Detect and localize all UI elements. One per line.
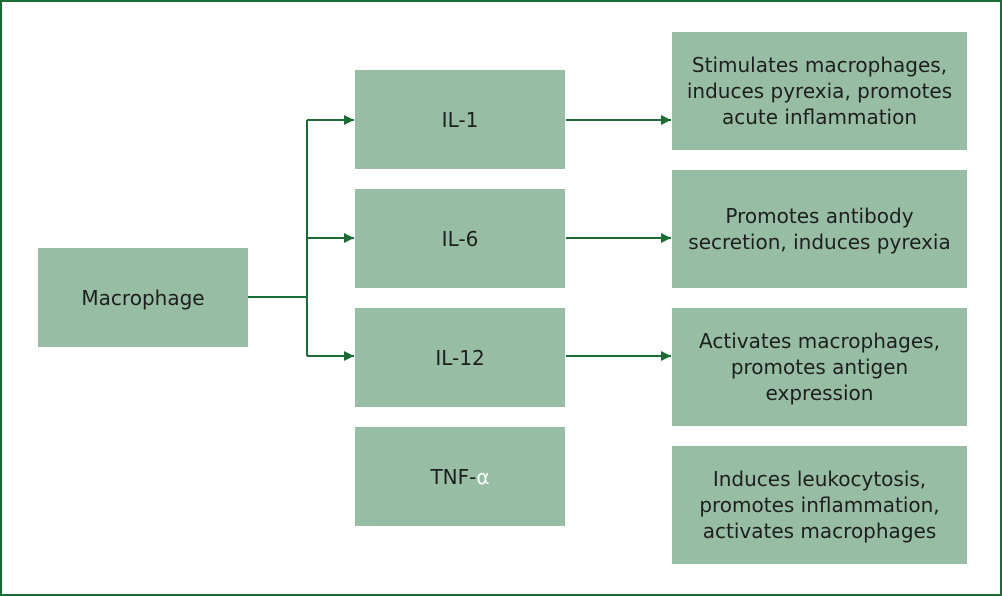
il12-effect-box: Activates macrophages, promotes antigen … xyxy=(672,308,967,426)
tnf-alpha-effect-box: Induces leukocytosis, promotes inflammat… xyxy=(672,446,967,564)
tnf-alpha-label: TNF-α xyxy=(430,464,489,490)
tnf-alpha-box: TNF-α xyxy=(355,427,565,526)
il12-label: IL-12 xyxy=(435,345,485,370)
macrophage-box: Macrophage xyxy=(38,248,248,347)
il6-effect-box: Promotes antibody secretion, induces pyr… xyxy=(672,170,967,288)
tnf-label-prefix: TNF- xyxy=(430,464,477,489)
il6-label: IL-6 xyxy=(441,226,479,251)
macrophage-label: Macrophage xyxy=(81,285,205,310)
il12-box: IL-12 xyxy=(355,308,565,407)
alpha-symbol: α xyxy=(476,464,490,489)
il1-label: IL-1 xyxy=(441,107,479,132)
il1-box: IL-1 xyxy=(355,70,565,169)
il6-box: IL-6 xyxy=(355,189,565,288)
il1-effect-box: Stimulates macrophages, induces pyrexia,… xyxy=(672,32,967,150)
